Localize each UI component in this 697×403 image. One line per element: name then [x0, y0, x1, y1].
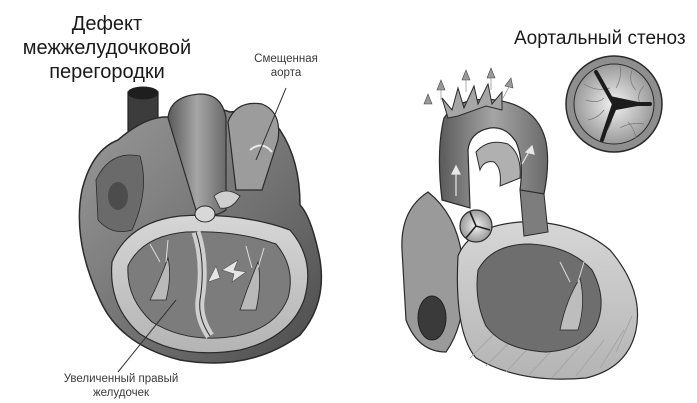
vsd-heart	[79, 87, 321, 372]
descending-aorta	[520, 190, 548, 236]
aortic-valve-inset	[566, 56, 662, 152]
pulmonary-artery	[476, 142, 520, 186]
septal-defect	[195, 206, 215, 222]
vena-cava-opening	[128, 87, 158, 99]
stenosis-heart	[402, 56, 662, 379]
atrium-opening	[418, 296, 446, 340]
